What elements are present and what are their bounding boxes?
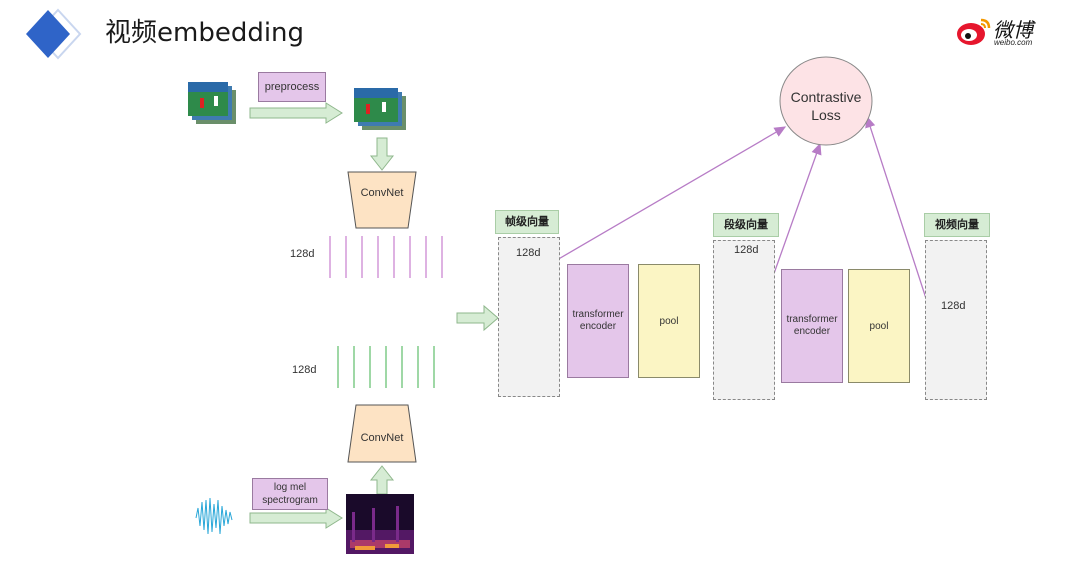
loss-line2: Loss xyxy=(811,107,841,123)
down-arrow-video xyxy=(369,137,395,171)
contrastive-loss-circle xyxy=(779,56,873,146)
fuse-arrow xyxy=(456,304,499,332)
contrastive-loss-label: Contrastive Loss xyxy=(780,88,872,124)
segment-vector-box xyxy=(713,240,775,400)
brand-logo xyxy=(18,4,88,64)
video-feature-lines xyxy=(329,236,443,278)
convnet-top-label: ConvNet xyxy=(360,187,404,199)
video-frames-input-icon xyxy=(188,82,236,124)
up-arrow-audio xyxy=(369,465,395,495)
loss-arrow-video xyxy=(865,115,935,324)
audio-preprocess-arrow xyxy=(249,507,343,529)
frame-vector-box xyxy=(498,237,560,397)
convnet-bottom-shape xyxy=(347,404,417,463)
audio-preprocess-line2: spectrogram xyxy=(262,495,318,506)
diamond-logo-icon xyxy=(26,8,82,60)
audio-dim-label: 128d xyxy=(292,364,317,376)
transformer-1-line2: encoder xyxy=(579,321,617,332)
preprocess-label: preprocess xyxy=(258,72,326,102)
video-vector-dim: 128d xyxy=(941,300,966,312)
transformer-encoder-2: transformer encoder xyxy=(781,269,843,383)
video-frames-processed-icon xyxy=(354,88,406,130)
frame-vector-dim: 128d xyxy=(516,247,541,259)
segment-vector-dim: 128d xyxy=(734,244,759,256)
audio-preprocess-label: log mel spectrogram xyxy=(252,478,328,510)
loss-arrow-segment xyxy=(765,142,822,297)
audio-waveform-icon xyxy=(195,497,233,535)
convnet-top-shape xyxy=(347,171,417,229)
video-vector-box xyxy=(925,240,987,400)
audio-feature-lines xyxy=(337,346,435,388)
transformer-2-line1: transformer xyxy=(786,314,838,325)
loss-line1: Contrastive xyxy=(790,89,862,105)
preprocess-arrow xyxy=(249,102,343,124)
audio-preprocess-line1: log mel xyxy=(273,482,307,493)
transformer-2-line2: encoder xyxy=(793,326,831,337)
weibo-logo-sub: weibo.com xyxy=(994,38,1033,47)
loss-arrow-frame xyxy=(549,126,787,265)
video-dim-label: 128d xyxy=(290,248,315,260)
weibo-logo-text: 微博 xyxy=(993,18,1033,42)
transformer-1-line1: transformer xyxy=(572,309,624,320)
spectrogram-icon xyxy=(346,494,414,554)
video-vector-tag: 视频向量 xyxy=(924,213,990,237)
frame-vector-tag: 帧级向量 xyxy=(495,210,559,234)
pool-1: pool xyxy=(638,264,700,378)
page-title: 视频embedding xyxy=(105,18,305,48)
convnet-bottom-label: ConvNet xyxy=(360,432,404,444)
segment-vector-tag: 段级向量 xyxy=(713,213,779,237)
transformer-encoder-1: transformer encoder xyxy=(567,264,629,378)
weibo-eye-icon xyxy=(957,18,991,45)
pool-2: pool xyxy=(848,269,910,383)
